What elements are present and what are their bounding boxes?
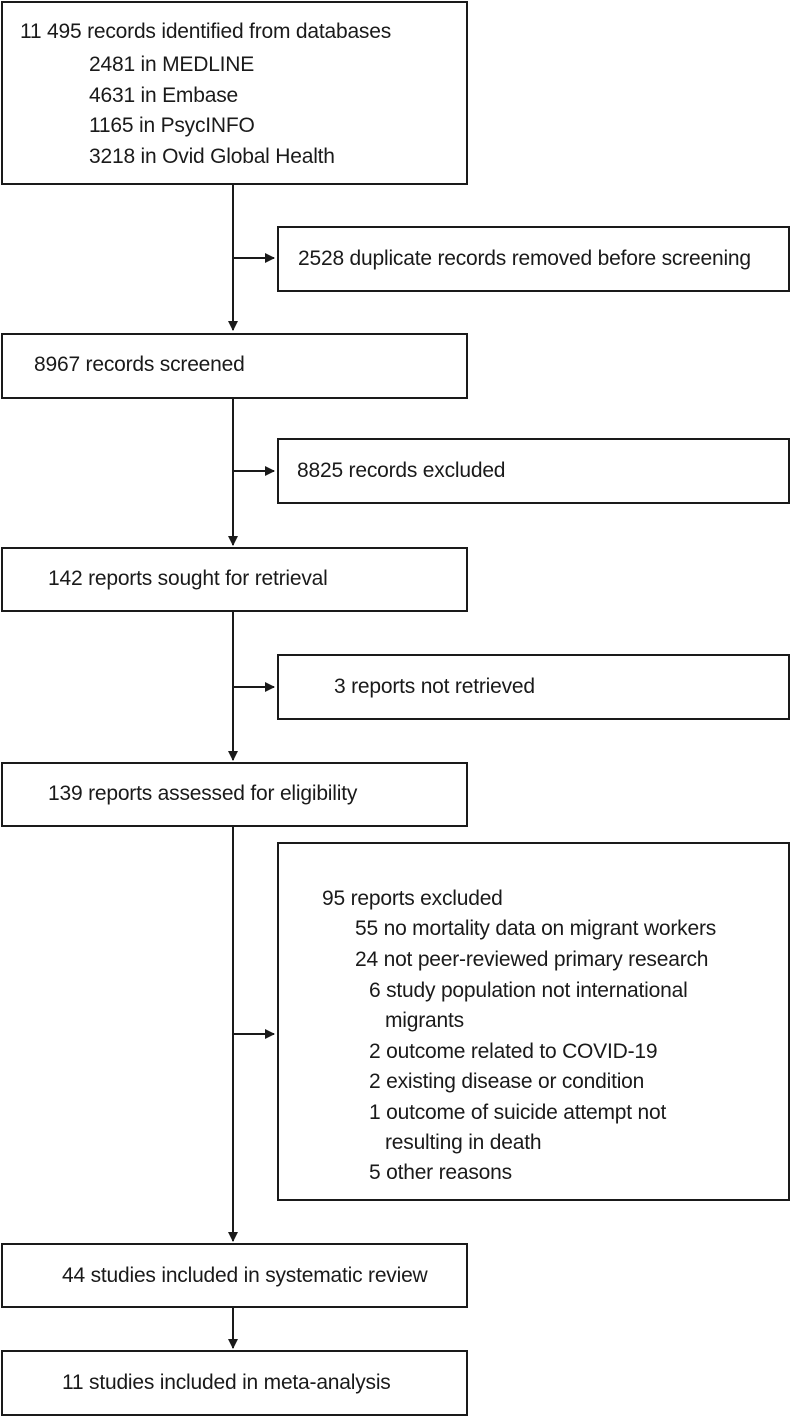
- sought-box: [1, 547, 468, 612]
- identification-box: [1, 1, 468, 185]
- meta-analysis-box: [1, 1350, 468, 1416]
- reason-suicide-attempt-cont: resulting in death: [385, 1131, 542, 1154]
- not-retrieved-box: [277, 654, 790, 720]
- reason-existing-disease: 2 existing disease or condition: [369, 1070, 645, 1093]
- reason-no-mortality: 55 no mortality data on migrant workers: [355, 917, 717, 940]
- duplicates-text: 2528 duplicate records removed before sc…: [298, 247, 751, 270]
- meta-analysis-text: 11 studies included in meta-analysis: [62, 1371, 391, 1394]
- source-medline: 2481 in MEDLINE: [89, 53, 255, 76]
- excluded-reports-title: 95 reports excluded: [322, 887, 503, 910]
- excluded-reports-box: [277, 842, 790, 1201]
- source-psycinfo: 1165 in PsycINFO: [89, 114, 255, 137]
- excluded-screening-text: 8825 records excluded: [297, 459, 506, 482]
- assessed-text: 139 reports assessed for eligibility: [48, 782, 358, 805]
- systematic-review-box: [1, 1243, 468, 1308]
- reason-not-peer-reviewed: 24 not peer-reviewed primary research: [355, 948, 709, 971]
- screened-box: [1, 333, 468, 399]
- reason-suicide-attempt: 1 outcome of suicide attempt not: [369, 1101, 667, 1124]
- sought-text: 142 reports sought for retrieval: [48, 567, 328, 590]
- source-ovid: 3218 in Ovid Global Health: [89, 145, 335, 168]
- reason-population-cont: migrants: [385, 1009, 464, 1032]
- reason-covid: 2 outcome related to COVID-19: [369, 1040, 658, 1063]
- identification-total: 11 495 records identified from databases: [20, 20, 392, 43]
- assessed-box: [1, 762, 468, 827]
- reason-other: 5 other reasons: [369, 1161, 512, 1184]
- screened-text: 8967 records screened: [34, 353, 245, 376]
- systematic-review-text: 44 studies included in systematic review: [62, 1264, 428, 1287]
- duplicates-box: [277, 226, 790, 292]
- reason-population: 6 study population not international: [369, 979, 688, 1002]
- excluded-screening-box: [277, 438, 790, 504]
- not-retrieved-text: 3 reports not retrieved: [334, 675, 535, 698]
- source-embase: 4631 in Embase: [89, 84, 238, 107]
